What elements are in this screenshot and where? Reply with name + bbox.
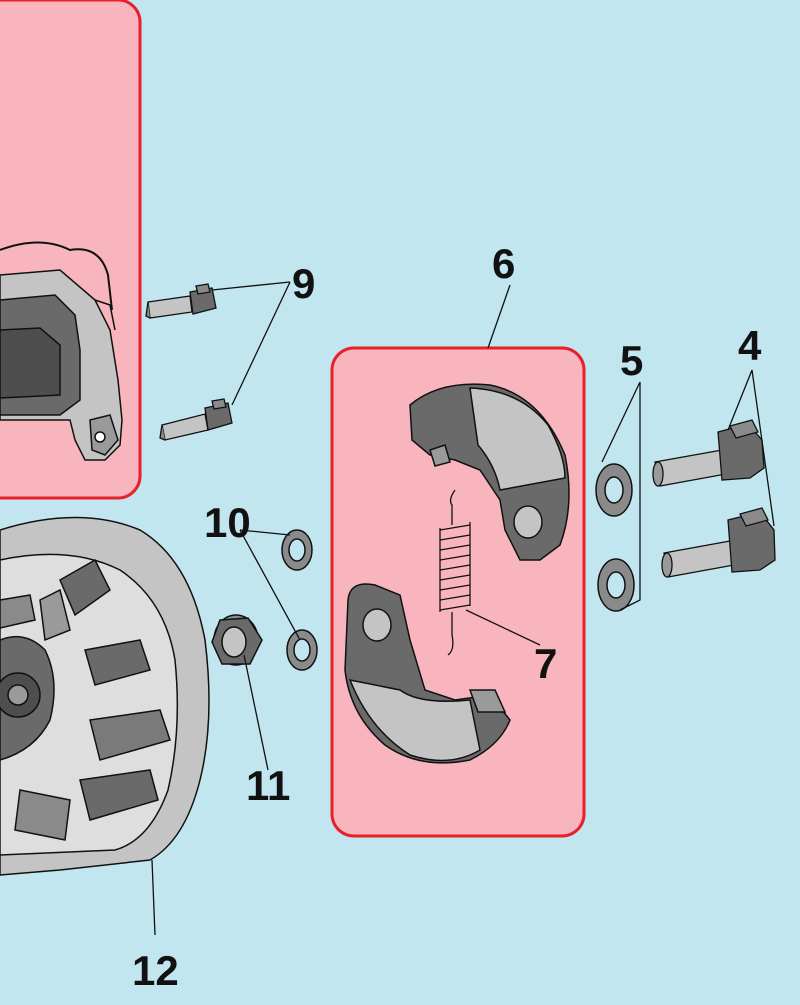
washer-5-lower xyxy=(597,558,635,612)
callout-4: 4 xyxy=(738,322,762,369)
flywheel xyxy=(0,516,210,876)
callout-12: 12 xyxy=(132,947,179,994)
clutch-spring xyxy=(439,489,471,656)
callout-10: 10 xyxy=(204,499,251,546)
leader-12 xyxy=(151,859,156,936)
clutch-shoe-upper xyxy=(409,383,570,561)
callout-9: 9 xyxy=(292,260,315,307)
leader-5 xyxy=(601,381,641,611)
washer-5-upper xyxy=(595,463,633,517)
clutch-shoe-lower xyxy=(344,583,511,764)
callout-7: 7 xyxy=(534,640,557,687)
nut-11 xyxy=(211,614,263,666)
shoulder-bolt-4-upper xyxy=(652,419,765,487)
shoulder-bolt-4-lower xyxy=(661,507,776,578)
leader-7 xyxy=(465,609,541,646)
callout-11: 11 xyxy=(246,762,290,809)
washer-10-upper xyxy=(281,529,313,571)
bolt-9-lower xyxy=(159,398,233,441)
leader-4 xyxy=(727,369,775,527)
leader-11 xyxy=(243,654,269,771)
leader-6 xyxy=(487,284,511,349)
washer-10-lower xyxy=(286,629,318,671)
callout-5: 5 xyxy=(620,337,643,384)
ignition-module-group xyxy=(0,0,142,500)
leader-9 xyxy=(211,281,291,406)
callout-6: 6 xyxy=(492,240,515,287)
leader-lines xyxy=(151,281,775,936)
bolt-9-upper xyxy=(145,283,217,319)
leader-10 xyxy=(239,529,301,641)
ignition-module xyxy=(0,241,123,461)
